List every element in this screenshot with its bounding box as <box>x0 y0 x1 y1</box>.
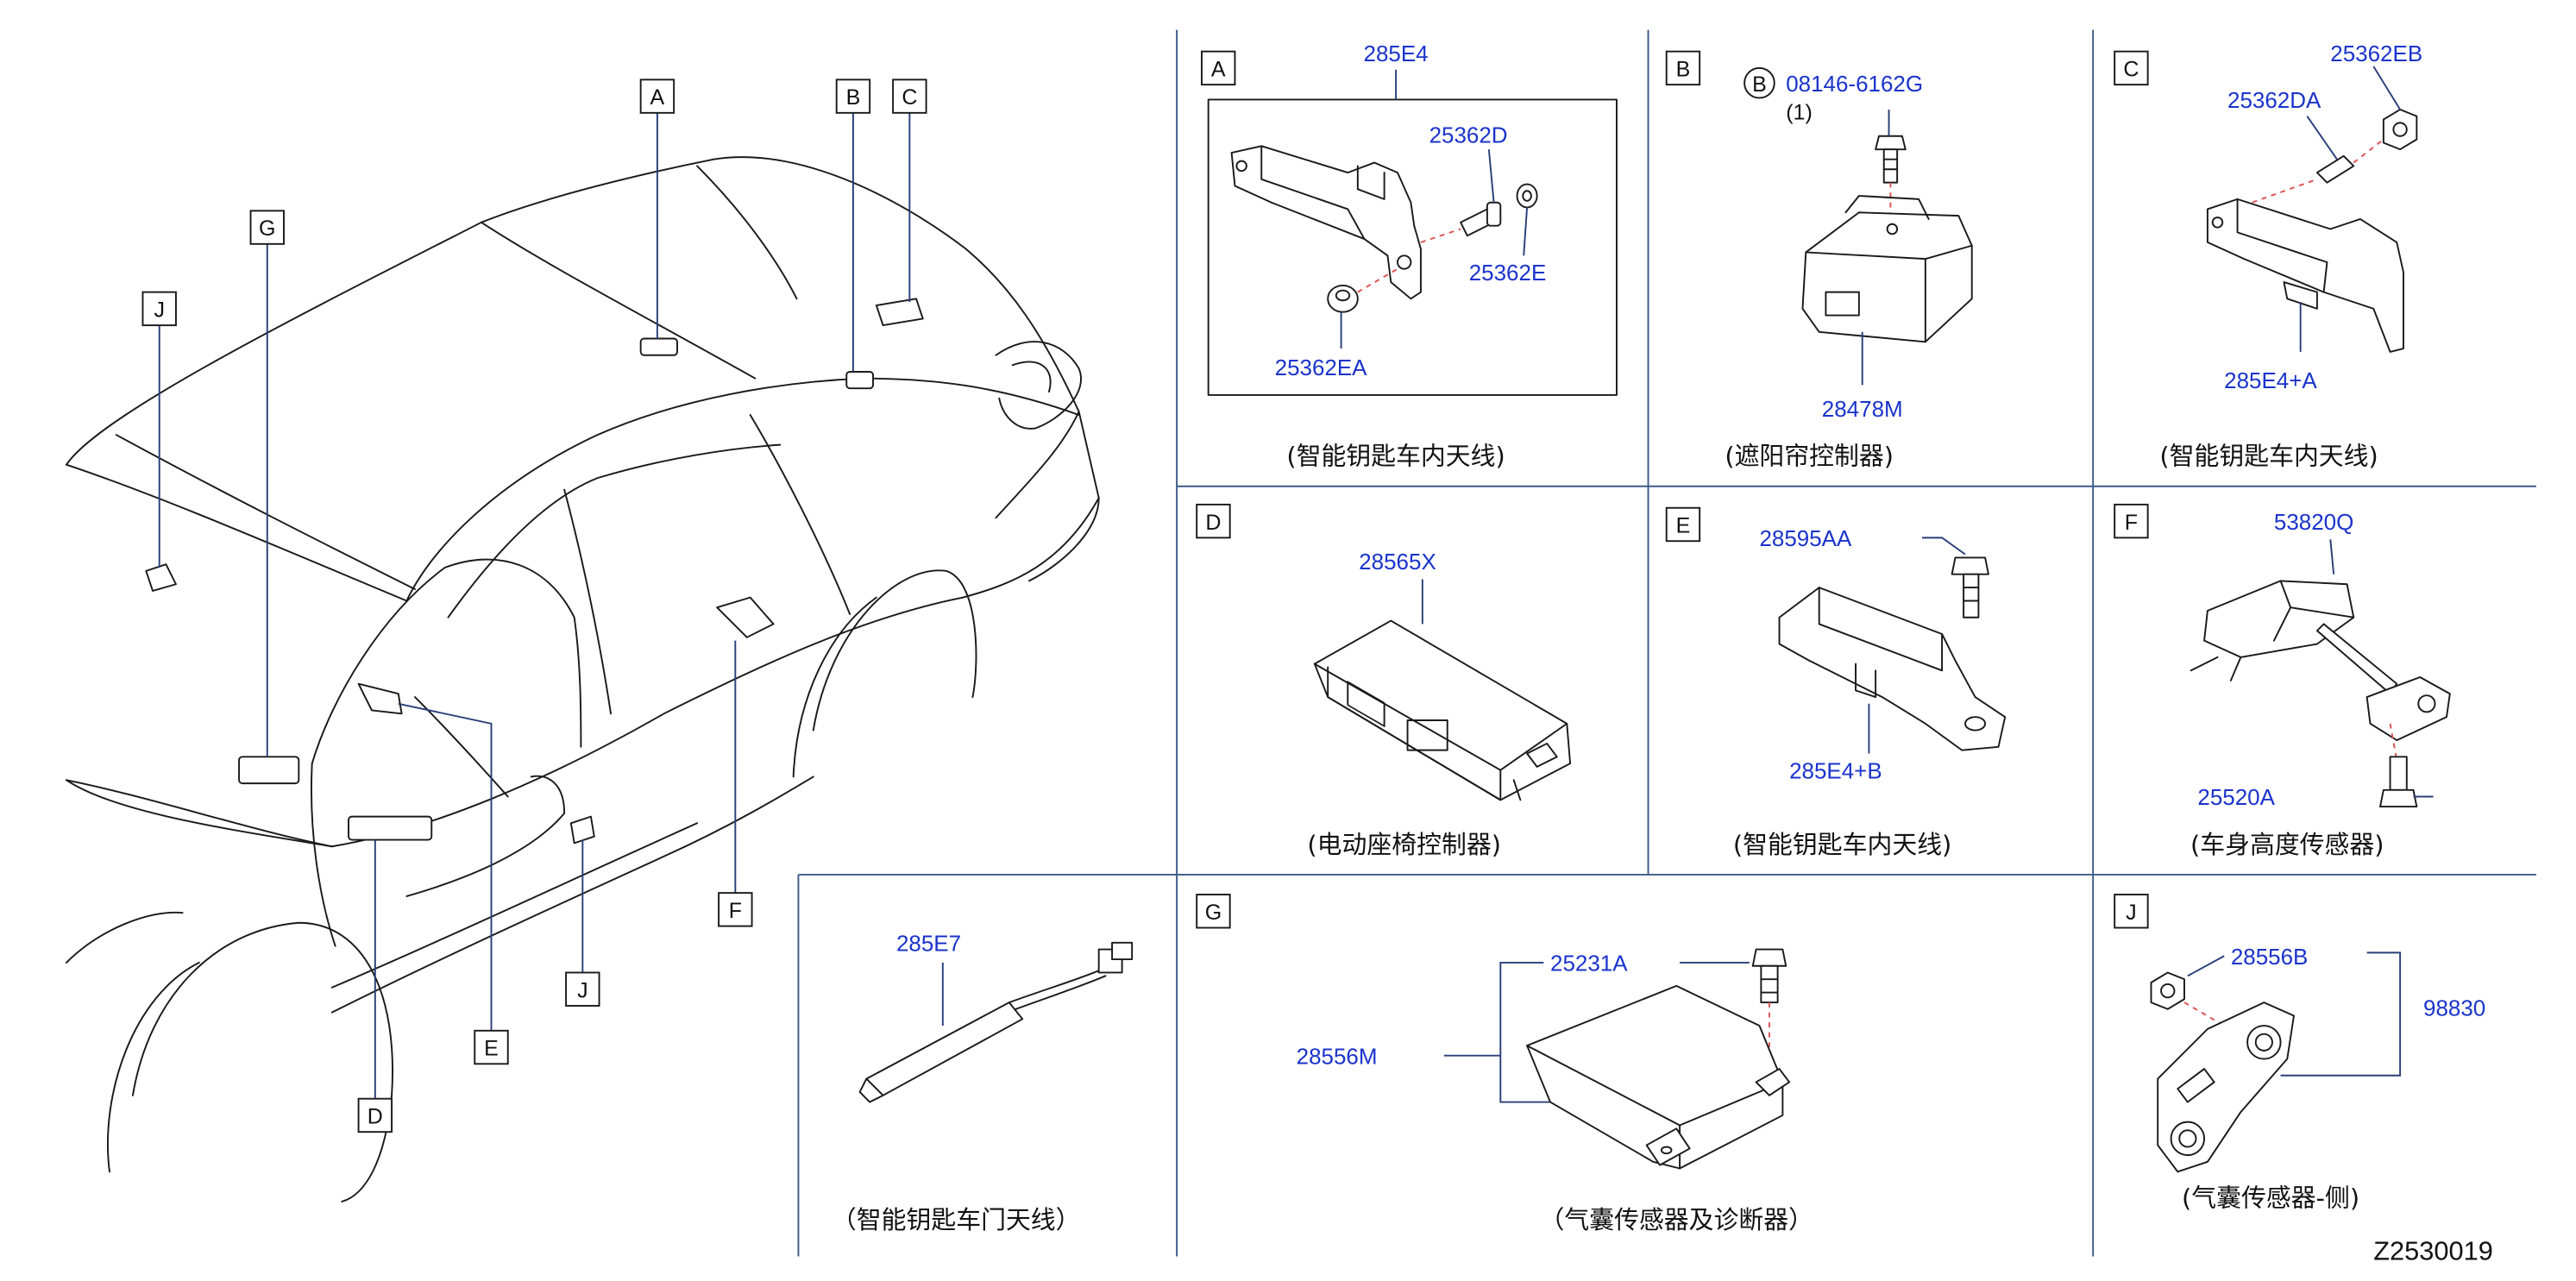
svg-text:J: J <box>154 298 165 322</box>
part-285E4[interactable]: 285E4 <box>1364 41 1429 66</box>
bolt-circle-b: B <box>1752 72 1767 97</box>
svg-text:B: B <box>846 85 861 110</box>
callout-b[interactable]: B <box>835 78 871 114</box>
panel-a-label: A <box>1211 58 1226 82</box>
callout-c[interactable]: C <box>892 78 927 114</box>
part-25362EB[interactable]: 25362EB <box>2330 41 2422 66</box>
callout-g[interactable]: G <box>249 210 285 245</box>
svg-text:G: G <box>259 217 275 241</box>
panel-door-caption: （智能钥匙车门天线） <box>832 1205 1081 1234</box>
panel-g: G 25231A 28556M （气囊传感器及诊断器） <box>1196 894 1813 1234</box>
callout-e[interactable]: E <box>474 1029 509 1065</box>
svg-text:B: B <box>1676 58 1691 82</box>
panel-e: E 28595AA 285E4+B (智能钥匙车内天线) <box>1665 506 2007 859</box>
svg-text:C: C <box>2123 58 2139 82</box>
part-285E7[interactable]: 285E7 <box>896 930 961 956</box>
part-28595AA[interactable]: 28595AA <box>1759 525 1852 551</box>
panel-d: D 28565X (电动座椅控制器) <box>1196 503 1572 859</box>
panel-e-caption: (智能钥匙车内天线) <box>1733 830 1951 859</box>
part-28478M[interactable]: 28478M <box>1822 396 1903 422</box>
panel-d-caption: (电动座椅控制器) <box>1307 830 1501 859</box>
svg-text:G: G <box>1205 901 1222 925</box>
svg-text:C: C <box>902 85 917 110</box>
part-28565X[interactable]: 28565X <box>1359 549 1436 575</box>
svg-text:D: D <box>1205 511 1221 535</box>
callout-j-top[interactable]: J <box>141 291 177 327</box>
part-285E4+B[interactable]: 285E4+B <box>1789 757 1882 783</box>
panel-a: A 285E4 25362D 25362E 25362EA (智能钥匙车内天线) <box>1201 41 1618 471</box>
panel-b-caption: (遮阳帘控制器) <box>1725 442 1894 471</box>
svg-text:J: J <box>577 978 588 1002</box>
part-25362D[interactable]: 25362D <box>1429 122 1508 148</box>
panel-c-caption: (智能钥匙车内天线) <box>2159 442 2378 471</box>
part-285E4+A[interactable]: 285E4+A <box>2224 367 2317 393</box>
svg-text:A: A <box>650 85 665 110</box>
callout-f[interactable]: F <box>718 892 753 927</box>
part-08146-6162G[interactable]: 08146-6162G <box>1786 71 1923 97</box>
svg-text:D: D <box>368 1105 383 1129</box>
svg-text:F: F <box>2125 511 2138 535</box>
panel-g-caption: （气囊传感器及诊断器） <box>1540 1205 1813 1234</box>
svg-text:F: F <box>729 899 742 923</box>
part-53820Q[interactable]: 53820Q <box>2274 509 2353 535</box>
part-98830[interactable]: 98830 <box>2423 995 2485 1020</box>
callout-d[interactable]: D <box>357 1097 393 1133</box>
part-25362E[interactable]: 25362E <box>1469 260 1547 286</box>
panel-grid <box>797 29 2536 1257</box>
svg-text:E: E <box>484 1037 499 1061</box>
vehicle-overview <box>65 112 1100 1203</box>
callout-a[interactable]: A <box>639 78 675 114</box>
panel-b: B B 08146-6162G (1) 28478M (遮阳帘控制器) <box>1665 50 1973 471</box>
panel-c: C 25362EB 25362DA 285E4+A (智能钥匙车内天线) <box>2114 41 2422 471</box>
part-25231A[interactable]: 25231A <box>1550 951 1628 976</box>
callout-j-bottom[interactable]: J <box>565 971 600 1007</box>
qty-label: (1) <box>1786 101 1813 125</box>
diagram-code: Z2530019 <box>2373 1235 2493 1265</box>
panel-f-caption: (车身高度传感器) <box>2190 830 2384 859</box>
part-28556M[interactable]: 28556M <box>1297 1043 1378 1069</box>
panel-a-caption: (智能钥匙车内天线) <box>1286 442 1505 471</box>
svg-text:J: J <box>2126 901 2137 925</box>
part-25362EA[interactable]: 25362EA <box>1275 355 1368 380</box>
part-25520A[interactable]: 25520A <box>2197 784 2275 810</box>
panel-j: J 28556B 98830 (气囊传感器-侧) <box>2114 894 2485 1213</box>
part-28556B[interactable]: 28556B <box>2231 944 2309 970</box>
part-25362DA[interactable]: 25362DA <box>2227 87 2322 113</box>
panel-f: F 53820Q 25520A (车身高度传感器) <box>2114 503 2451 859</box>
panel-j-caption: (气囊传感器-侧) <box>2182 1184 2359 1213</box>
panel-door-antenna: 285E7 （智能钥匙车门天线） <box>832 930 1134 1234</box>
callout-boxes: A B C G J E D F J <box>141 78 927 1133</box>
svg-text:E: E <box>1676 514 1691 538</box>
